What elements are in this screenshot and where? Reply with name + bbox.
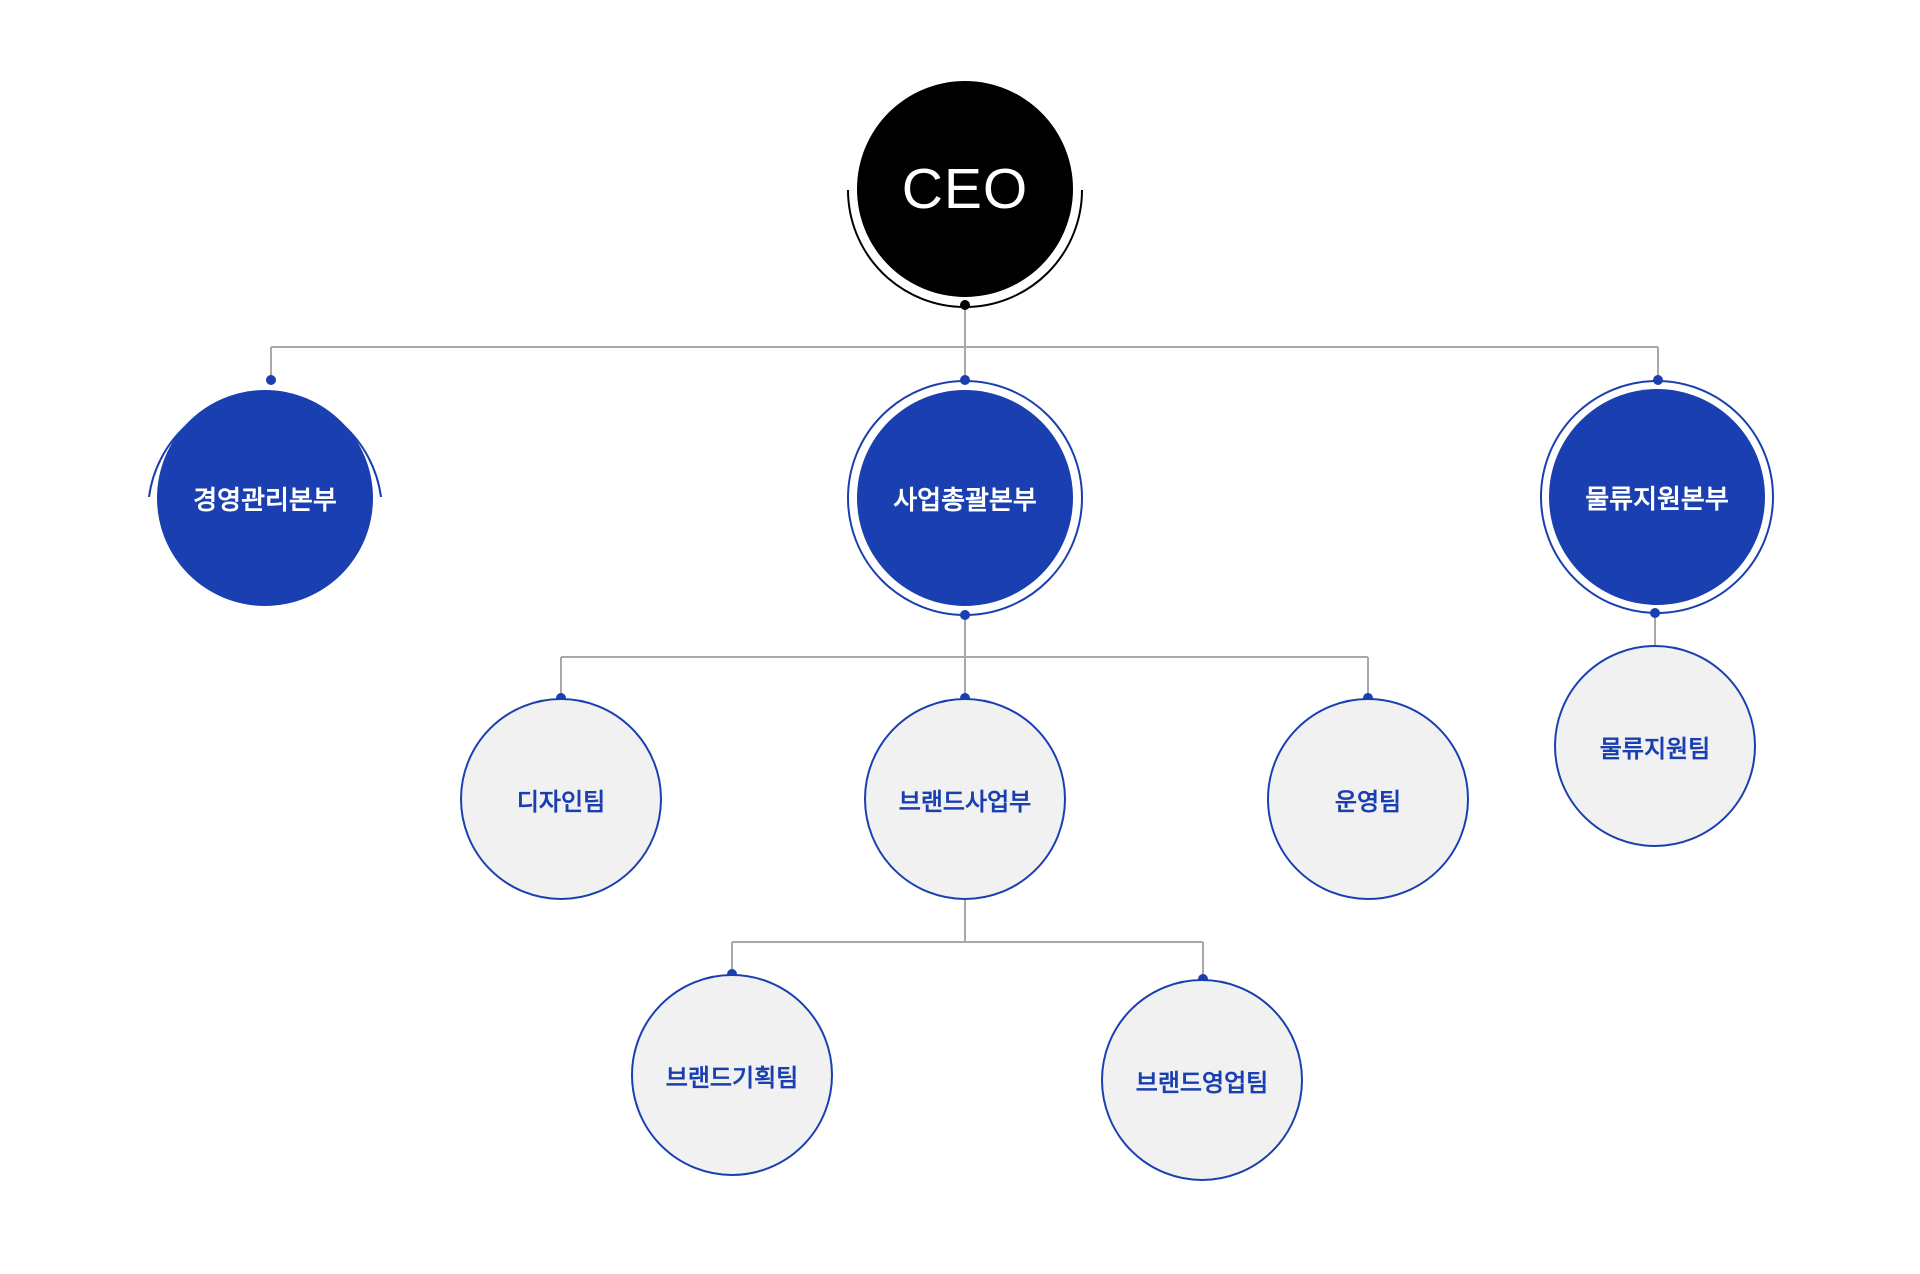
dot-ceo-bottom: [960, 300, 970, 310]
team-brand-sales-node: 브랜드영업팀: [1101, 979, 1303, 1181]
team-brand-planning-node: 브랜드기획팀: [631, 974, 833, 1176]
team-logistics-label: 물류지원팀: [1599, 734, 1711, 763]
dot-division-3-top: [1653, 375, 1663, 385]
division-business-label: 사업총괄본부: [893, 485, 1037, 516]
team-brand-business-node: 브랜드사업부: [864, 698, 1066, 900]
ceo-label: CEO: [901, 157, 1029, 221]
division-logistics-node: 물류지원본부: [1549, 389, 1765, 605]
ceo-node: CEO: [857, 81, 1073, 297]
dot-division-2-top: [960, 375, 970, 385]
team-logistics-node: 물류지원팀: [1554, 645, 1756, 847]
team-brand-sales-label: 브랜드영업팀: [1135, 1068, 1269, 1097]
division-management-label: 경영관리본부: [193, 485, 337, 516]
connector-business-teams: [560, 615, 1369, 698]
dot-division-1-top: [266, 375, 276, 385]
connector-brand-teams: [731, 900, 1204, 979]
team-brand-business-label: 브랜드사업부: [898, 787, 1032, 816]
team-design-node: 디자인팀: [460, 698, 662, 900]
dot-division-2-bottom: [960, 610, 970, 620]
division-management-node: 경영관리본부: [157, 390, 373, 606]
dot-division-3-bottom: [1650, 608, 1660, 618]
connector-ceo-divisions: [270, 305, 1659, 380]
division-logistics-label: 물류지원본부: [1585, 484, 1729, 515]
team-operations-label: 운영팀: [1334, 787, 1402, 816]
division-business-node: 사업총괄본부: [857, 390, 1073, 606]
team-operations-node: 운영팀: [1267, 698, 1469, 900]
team-brand-planning-label: 브랜드기획팀: [665, 1063, 799, 1092]
team-design-label: 디자인팀: [516, 787, 606, 816]
